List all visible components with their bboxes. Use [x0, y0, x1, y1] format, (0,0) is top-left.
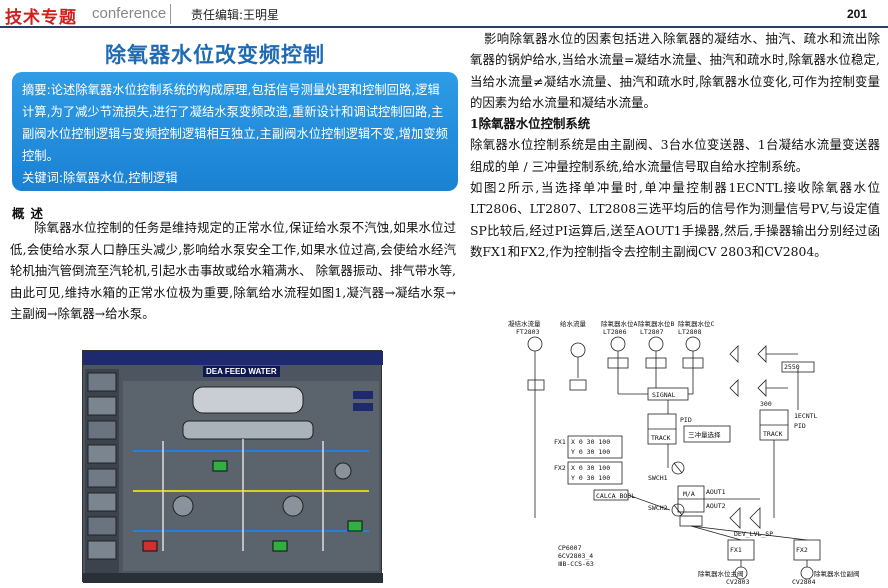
scada-sidebar-thumbnails	[87, 372, 117, 560]
overview-heading: 概述	[12, 206, 50, 221]
label-fx1-y: Y 0 30 100	[571, 448, 610, 456]
section-1-paragraph-2: 如图2所示,当选择单冲量时,单冲量控制器1ECNTL接收除氧器水位LT2806、…	[470, 180, 880, 259]
control-logic-diagram: 凝结水流量 FT2803 给水流量 除氧器水位A 除氧器水位B 除氧器水位C L…	[498, 318, 878, 586]
label-dev: DEV_LVL_SP	[734, 530, 773, 538]
scada-statusbar	[83, 573, 383, 583]
scada-sidebar	[85, 369, 119, 575]
editor-label: 责任编辑:王明星	[191, 8, 280, 22]
label-lt-a: 除氧器水位A	[601, 319, 638, 328]
label-main-valve: 除氧器水位主阀	[698, 569, 744, 578]
label-fx2-x: X 0 30 100	[571, 464, 610, 472]
label-triple-select: 三冲量选择	[688, 430, 721, 439]
scada-banner: DEA FEED WATER	[203, 366, 280, 377]
label-300: 300	[760, 400, 772, 408]
label-fx1-bottom: FX1	[730, 546, 742, 554]
overview-body: 除氧器水位控制的任务是维持规定的正常水位,保证给水泵不汽蚀,如果水位过低,会使给…	[10, 217, 456, 325]
label-cond-flow: 凝结水流量	[508, 319, 541, 328]
section-1-paragraph-1: 除氧器水位控制系统是由主副阀、3台水位变送器、1台凝结水流量变送器组成的单 / …	[470, 137, 880, 174]
label-swch2: SWCH2	[648, 504, 668, 512]
label-fx1-x: X 0 30 100	[571, 438, 610, 446]
scada-process-drawing	[133, 386, 373, 552]
label-swch1: SWCH1	[648, 474, 668, 482]
label-fx1: FX1	[554, 438, 566, 446]
label-track-1: TRACK	[651, 434, 671, 442]
intro-paragraph: 影响除氧器水位的因素包括进入除氧器的凝结水、抽汽、疏水和流出除氧器的锅炉给水,当…	[470, 31, 880, 110]
label-lt2808: LT2808	[678, 328, 702, 336]
label-cp: CP6007	[558, 544, 582, 552]
abstract-box: 摘要:论述除氧器水位控制系统的构成原理,包括信号测量处理和控制回路,逻辑计算,为…	[12, 72, 458, 191]
label-cv2803: CV2803	[726, 578, 750, 586]
label-sub-valve: 除氧器水位副阀	[814, 569, 860, 578]
brand-title: 技术专题	[5, 8, 77, 28]
label-pid-2: PID	[794, 422, 806, 430]
section-1-title: 1除氧器水位控制系统	[470, 116, 591, 132]
label-lt-b: 除氧器水位B	[638, 319, 675, 328]
label-track-2: TRACK	[763, 430, 783, 438]
keywords-text: 关键词:除氧器水位,控制逻辑	[22, 171, 178, 185]
label-feed-flow: 给水流量	[560, 319, 587, 328]
abstract-text: 摘要:论述除氧器水位控制系统的构成原理,包括信号测量处理和控制回路,逻辑计算,为…	[22, 83, 448, 163]
label-ma: M/A	[683, 490, 695, 498]
header-rule	[0, 26, 888, 28]
right-column: 影响除氧器水位的因素包括进入除氧器的凝结水、抽汽、疏水和流出除氧器的锅炉给水,当…	[470, 28, 880, 262]
page-header: 技术专题 conference 责任编辑:王明星 201	[0, 0, 888, 30]
scada-process-area	[123, 381, 379, 571]
header-separator	[170, 4, 171, 24]
label-fx2: FX2	[554, 464, 566, 472]
label-cp-3: ⅢB-CCS-63	[558, 560, 594, 568]
label-2550: 2550	[784, 363, 800, 371]
article-title: 除氧器水位改变频控制	[105, 43, 325, 67]
scada-titlebar	[83, 351, 383, 365]
label-pid-1: PID	[680, 416, 692, 424]
label-ft2803: FT2803	[516, 328, 540, 336]
label-cp-2: 6CV2803_4	[558, 552, 593, 560]
overview-paragraph: 除氧器水位控制的任务是维持规定的正常水位,保证给水泵不汽蚀,如果水位过低,会使给…	[10, 220, 456, 322]
label-fx2-y: Y 0 30 100	[571, 474, 610, 482]
scada-screenshot: DEA FEED WATER	[82, 350, 383, 583]
conference-label: conference	[92, 5, 167, 22]
label-calca: CALCA BOOL	[596, 492, 635, 500]
label-lt2807: LT2807	[640, 328, 664, 336]
label-lt-c: 除氧器水位C	[678, 319, 715, 328]
label-lt2806: LT2806	[603, 328, 627, 336]
control-logic-svg: 凝结水流量 FT2803 给水流量 除氧器水位A 除氧器水位B 除氧器水位C L…	[508, 319, 860, 586]
label-signal: SIGNAL	[652, 391, 676, 399]
page-number: 201	[847, 7, 868, 21]
label-aout2: AOUT2	[706, 502, 726, 510]
label-fx2-bottom: FX2	[796, 546, 808, 554]
label-aout1: AOUT1	[706, 488, 726, 496]
label-cv2804: CV2804	[792, 578, 816, 586]
label-ecntl: 1ECNTL	[794, 412, 818, 420]
